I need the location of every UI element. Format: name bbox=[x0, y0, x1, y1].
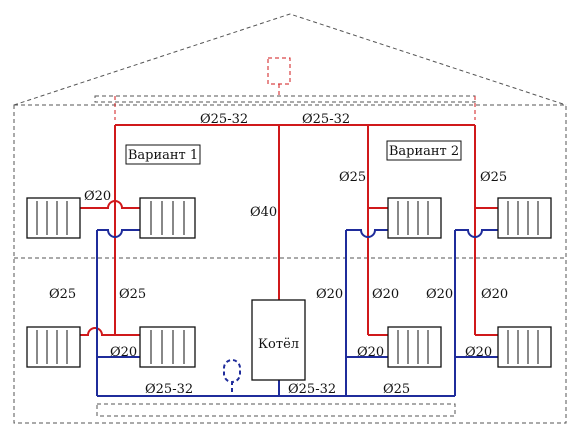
label-v1-left-vert: Ø25 bbox=[49, 287, 76, 302]
variant-1-label: Вариант 1 bbox=[128, 148, 198, 163]
radiator-v1-upper-right bbox=[139, 197, 196, 239]
label-v2b-top: Ø25 bbox=[480, 170, 507, 185]
variant-1-tag: Вариант 1 bbox=[125, 144, 201, 165]
radiator-v1-lower-left bbox=[26, 326, 81, 368]
supply-pipes bbox=[80, 124, 498, 336]
radiator-v1-upper-left bbox=[26, 197, 81, 239]
v1-upper-supply bbox=[80, 200, 140, 209]
label-v1-rad-bottom: Ø20 bbox=[110, 345, 137, 360]
variant-2-tag: Вариант 2 bbox=[386, 140, 462, 161]
label-v2a-bottom: Ø20 bbox=[357, 345, 384, 360]
label-v2b-left-vert: Ø20 bbox=[426, 287, 453, 302]
boiler-body bbox=[251, 299, 306, 381]
label-bottom-center: Ø25-32 bbox=[288, 382, 336, 397]
boiler-label: Котёл bbox=[258, 337, 299, 352]
house-outline bbox=[13, 13, 567, 424]
v2b-upper-return bbox=[455, 229, 498, 238]
label-top-right: Ø25-32 bbox=[302, 112, 350, 127]
label-v2a-left-vert: Ø20 bbox=[316, 287, 343, 302]
pipe-labels: Ø25-32 Ø25-32 Ø40 Ø20 Ø25 Ø25 Ø20 Ø25-32… bbox=[49, 112, 508, 397]
outer-wall bbox=[13, 104, 567, 424]
label-v2b-mid-vert: Ø20 bbox=[481, 287, 508, 302]
label-v1-mid-vert: Ø25 bbox=[119, 287, 146, 302]
label-v1-rad-top: Ø20 bbox=[84, 189, 111, 204]
radiator-v2b-upper bbox=[497, 197, 552, 239]
pump-bypass bbox=[223, 359, 241, 392]
return-pipes bbox=[96, 229, 498, 397]
label-v2a-top: Ø25 bbox=[339, 170, 366, 185]
boiler: Котёл bbox=[251, 299, 306, 381]
label-v2b-bottom: Ø20 bbox=[465, 345, 492, 360]
attic-tank bbox=[94, 95, 476, 103]
v2a-upper-return bbox=[346, 229, 388, 238]
radiator-v2a-upper bbox=[387, 197, 442, 239]
v1-lower-supply bbox=[80, 327, 140, 336]
variant-2-box bbox=[386, 140, 462, 161]
expansion-tank bbox=[267, 57, 291, 85]
label-v2a-mid-vert: Ø20 bbox=[372, 287, 399, 302]
radiator-v2b-lower bbox=[497, 326, 552, 368]
variant-1-box bbox=[125, 144, 201, 165]
basement-channel bbox=[96, 403, 456, 417]
label-top-left: Ø25-32 bbox=[200, 112, 248, 127]
radiator-v1-lower-right bbox=[139, 326, 196, 368]
label-bottom-left: Ø25-32 bbox=[145, 382, 193, 397]
label-riser: Ø40 bbox=[250, 205, 277, 220]
roof-line bbox=[13, 13, 567, 106]
label-bottom-right: Ø25 bbox=[383, 382, 410, 397]
radiators bbox=[26, 197, 552, 368]
v1-upper-return bbox=[97, 229, 140, 238]
radiator-v2a-lower bbox=[387, 326, 442, 368]
variant-2-label: Вариант 2 bbox=[389, 144, 459, 159]
